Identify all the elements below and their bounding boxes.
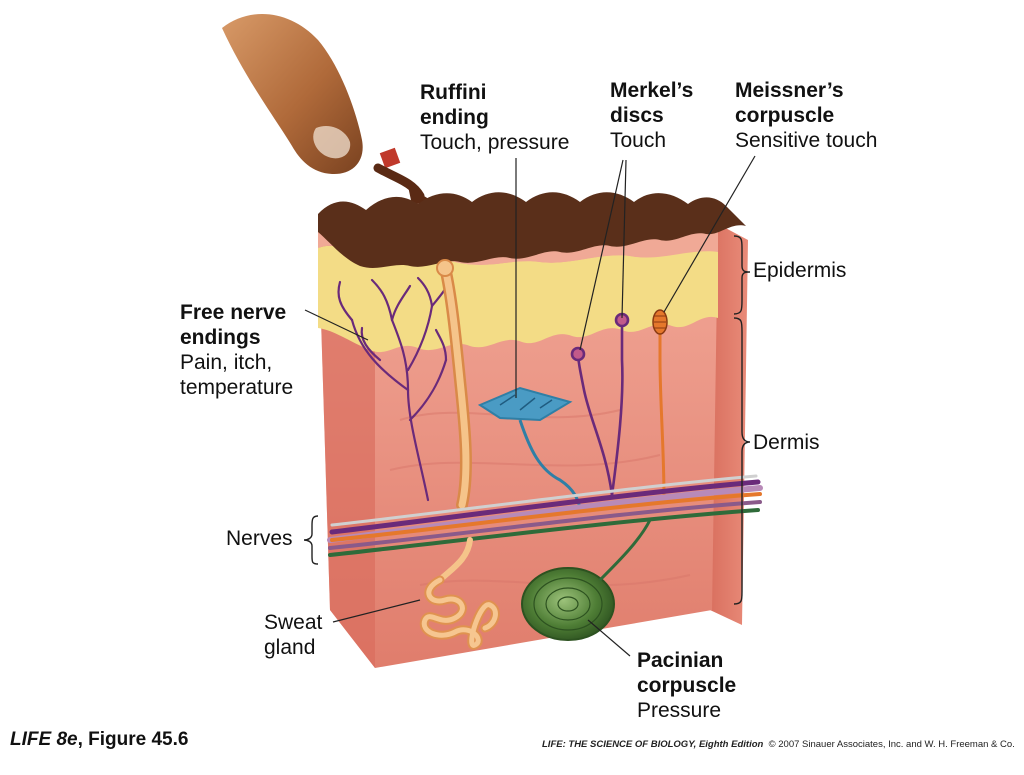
finger-illustration: [222, 14, 363, 174]
free-nerve-subtitle: Pain, itch, temperature: [180, 350, 293, 400]
free-nerve-title: Free nerve endings: [180, 300, 293, 350]
meissner-label: Meissner’s corpuscle Sensitive touch: [735, 78, 877, 153]
merkel-title: Merkel’s discs: [610, 78, 693, 128]
ruffini-label: Ruffini ending Touch, pressure: [420, 80, 569, 155]
copyright-credit: LIFE: THE SCIENCE OF BIOLOGY, Eighth Edi…: [542, 739, 1015, 750]
dermis-label: Dermis: [753, 430, 820, 455]
merkel-label: Merkel’s discs Touch: [610, 78, 693, 153]
pacinian-subtitle: Pressure: [637, 698, 736, 723]
caption-book: LIFE 8e: [10, 729, 78, 750]
pacinian-title: Pacinian corpuscle: [637, 648, 736, 698]
meissner-subtitle: Sensitive touch: [735, 128, 877, 153]
figure-caption: LIFE 8e, Figure 45.6: [10, 729, 188, 751]
zoom-arrow: [378, 148, 432, 205]
credit-book: LIFE: THE SCIENCE OF BIOLOGY, Eighth Edi…: [542, 739, 763, 750]
free-nerve-label: Free nerve endings Pain, itch, temperatu…: [180, 300, 293, 400]
sweat-gland-label: Sweat gland: [264, 610, 322, 660]
merkel-subtitle: Touch: [610, 128, 693, 153]
nerves-label: Nerves: [226, 526, 293, 551]
credit-rest: © 2007 Sinauer Associates, Inc. and W. H…: [769, 739, 1015, 750]
ruffini-subtitle: Touch, pressure: [420, 130, 569, 155]
pacinian-label: Pacinian corpuscle Pressure: [637, 648, 736, 723]
epidermis-label: Epidermis: [753, 258, 846, 283]
caption-figure: , Figure 45.6: [78, 729, 189, 750]
meissner-title: Meissner’s corpuscle: [735, 78, 877, 128]
nerves-bracket: [304, 516, 318, 564]
ruffini-title: Ruffini ending: [420, 80, 569, 130]
